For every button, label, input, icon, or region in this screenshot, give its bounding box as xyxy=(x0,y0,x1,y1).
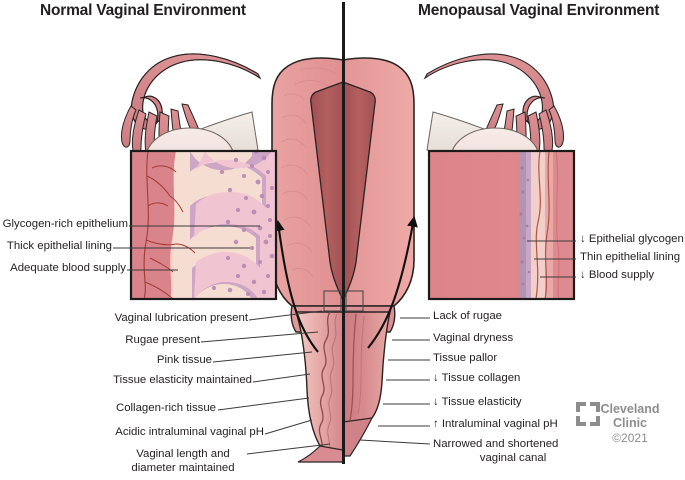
left-anatomy-group xyxy=(121,53,344,463)
label-pink-tissue: Pink tissue xyxy=(156,354,212,366)
label-vaginal-length-diameter-line2: diameter maintained xyxy=(131,462,235,474)
leader-lines-left-inset xyxy=(113,225,260,271)
inset-left-histology xyxy=(129,149,278,301)
label-decreased-tissue-elasticity: ↓ Tissue elasticity xyxy=(433,396,522,408)
label-adequate-blood-supply: Adequate blood supply xyxy=(10,262,126,274)
label-collagen-rich-tissue: Collagen-rich tissue xyxy=(115,402,216,414)
label-vaginal-lubrication-present: Vaginal lubrication present xyxy=(114,312,248,324)
logo-name-line1: Cleveland xyxy=(600,402,660,416)
leader-lines-left xyxy=(200,310,331,455)
label-tissue-elasticity-maintained: Tissue elasticity maintained xyxy=(113,374,252,386)
title-left: Normal Vaginal Environment xyxy=(40,2,246,19)
logo-name-line2: Clinic xyxy=(612,416,648,430)
label-thick-epithelial-lining: Thick epithelial lining xyxy=(6,240,112,252)
label-increased-intraluminal-vaginal-ph: ↑ Intraluminal vaginal pH xyxy=(433,418,558,430)
label-lack-of-rugae: Lack of rugae xyxy=(433,310,503,322)
label-narrowed-shortened-canal-line2: vaginal canal xyxy=(479,452,547,464)
label-rugae-present: Rugae present xyxy=(125,334,200,346)
cleveland-clinic-pinwheel-icon xyxy=(576,402,600,426)
label-vaginal-dryness: Vaginal dryness xyxy=(433,332,514,344)
leader-lines-right xyxy=(359,317,431,445)
label-thin-epithelial-lining: Thin epithelial lining xyxy=(580,251,681,263)
label-narrowed-shortened-canal-line1: Narrowed and shortened xyxy=(433,438,559,450)
label-glycogen-rich-epithelium: Glycogen-rich epithelium xyxy=(2,218,128,230)
logo-copyright: ©2021 xyxy=(612,431,648,445)
right-anatomy-group xyxy=(342,53,564,457)
cleveland-clinic-logo: Cleveland Clinic ©2021 xyxy=(576,402,684,478)
label-tissue-pallor: Tissue pallor xyxy=(433,352,498,364)
leader-lines-right-inset xyxy=(527,240,576,278)
label-decreased-epithelial-glycogen: ↓ Epithelial glycogen xyxy=(580,233,684,245)
label-vaginal-length-diameter-line1: Vaginal length and xyxy=(136,448,230,460)
label-decreased-blood-supply: ↓ Blood supply xyxy=(580,269,655,281)
inset-right-histology xyxy=(427,149,576,301)
label-acidic-intraluminal-vaginal-ph: Acidic intraluminal vaginal pH xyxy=(115,426,264,438)
title-right: Menopausal Vaginal Environment xyxy=(418,2,660,19)
label-decreased-tissue-collagen: ↓ Tissue collagen xyxy=(433,372,521,384)
